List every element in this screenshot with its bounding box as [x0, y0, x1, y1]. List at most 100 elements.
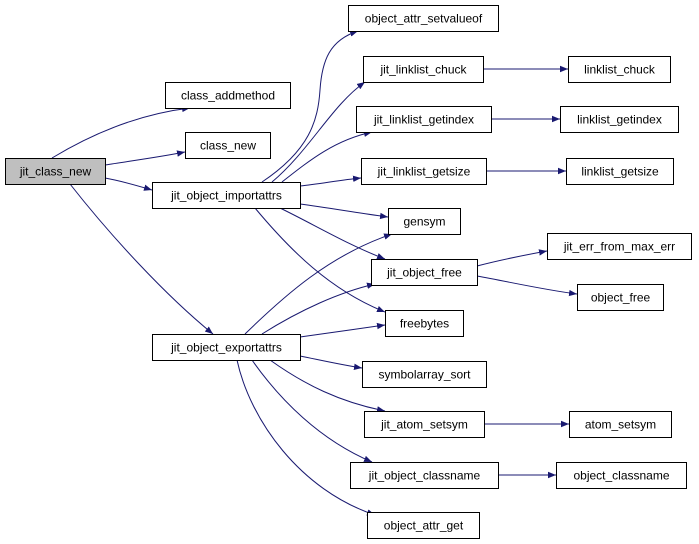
node-label: object_free: [591, 291, 651, 305]
node-box: [350, 462, 499, 489]
node-jit_atom_setsym[interactable]: jit_atom_setsym: [364, 411, 485, 438]
node-box: [152, 334, 301, 361]
node-label: object_attr_setvalueof: [365, 12, 483, 26]
edge-line: [271, 81, 366, 183]
edge-line: [299, 203, 389, 220]
edge-jit_object_importattrs-to-jit_linklist_getindex: [281, 130, 373, 183]
node-jit_object_free[interactable]: jit_object_free: [371, 259, 478, 286]
edge-line: [236, 359, 376, 516]
node-box: [547, 233, 692, 260]
node-label: jit_class_new: [19, 165, 92, 179]
node-box: [566, 158, 674, 185]
node-label: jit_object_classname: [368, 469, 481, 483]
node-label: object_classname: [573, 469, 669, 483]
node-box: [363, 56, 484, 83]
node-linklist_getindex[interactable]: linklist_getindex: [560, 106, 679, 133]
node-object_free[interactable]: object_free: [577, 284, 664, 311]
node-linklist_chuck[interactable]: linklist_chuck: [568, 56, 671, 83]
edge-jit_object_importattrs-to-gensym: [299, 203, 389, 220]
edge-jit_object_exportattrs-to-jit_object_free: [261, 282, 376, 335]
node-box: [569, 411, 672, 438]
edge-jit_object_exportattrs-to-jit_object_classname: [251, 359, 373, 463]
edge-jit_object_exportattrs-to-gensym: [244, 233, 393, 335]
edge-jit_object_free-to-object_free: [476, 275, 578, 297]
edge-jit_object_exportattrs-to-jit_atom_setsym: [269, 359, 386, 413]
node-linklist_getsize[interactable]: linklist_getsize: [566, 158, 674, 185]
edge-jit_object_exportattrs-to-freebytes: [299, 322, 386, 338]
node-box: [185, 132, 271, 159]
edge-line: [261, 30, 359, 183]
edge-line: [476, 249, 548, 267]
node-label: class_new: [200, 139, 256, 153]
node-box: [152, 182, 301, 209]
node-box: [556, 462, 687, 489]
node-box: [388, 208, 461, 235]
node-box: [165, 82, 291, 109]
node-label: linklist_getindex: [577, 113, 662, 127]
node-label: object_attr_get: [384, 519, 464, 533]
node-symbolarray_sort[interactable]: symbolarray_sort: [362, 361, 487, 388]
edge-line: [299, 322, 386, 338]
node-jit_object_classname[interactable]: jit_object_classname: [350, 462, 499, 489]
edge-jit_class_new-to-jit_object_exportattrs: [69, 183, 214, 335]
edge-line: [261, 282, 376, 335]
node-label: jit_linklist_chuck: [379, 63, 467, 77]
edge-line: [279, 207, 386, 260]
node-box: [361, 158, 487, 185]
nodes-layer: jit_class_newclass_addmethodclass_newjit…: [5, 5, 692, 539]
edge-line: [104, 177, 153, 191]
node-label: jit_atom_setsym: [380, 418, 468, 432]
edge-line: [476, 275, 578, 297]
edge-line: [299, 175, 362, 187]
node-object_classname[interactable]: object_classname: [556, 462, 687, 489]
node-jit_class_new[interactable]: jit_class_new: [5, 158, 106, 185]
node-box: [5, 158, 106, 185]
node-label: linklist_chuck: [584, 63, 656, 77]
edge-jit_object_importattrs-to-jit_object_free: [279, 207, 386, 260]
node-label: gensym: [403, 215, 445, 229]
edges-layer: [51, 30, 578, 516]
node-box: [348, 5, 499, 32]
node-label: jit_linklist_getsize: [377, 165, 471, 179]
edge-jit_object_importattrs-to-object_attr_setvalueof: [261, 30, 359, 183]
edge-jit_object_importattrs-to-jit_linklist_chuck: [271, 81, 366, 183]
node-class_new[interactable]: class_new: [185, 132, 271, 159]
node-jit_linklist_chuck[interactable]: jit_linklist_chuck: [363, 56, 484, 83]
node-jit_err_from_max_err[interactable]: jit_err_from_max_err: [547, 233, 692, 260]
edge-line: [254, 207, 386, 313]
node-box: [356, 106, 492, 133]
edge-jit_class_new-to-jit_object_importattrs: [104, 177, 153, 191]
node-jit_object_importattrs[interactable]: jit_object_importattrs: [152, 182, 301, 209]
node-box: [568, 56, 671, 83]
node-box: [560, 106, 679, 133]
edge-jit_class_new-to-class_new: [104, 150, 186, 166]
edge-jit_object_importattrs-to-freebytes: [254, 207, 386, 313]
node-box: [364, 411, 485, 438]
node-jit_linklist_getsize[interactable]: jit_linklist_getsize: [361, 158, 487, 185]
node-box: [362, 361, 487, 388]
node-jit_linklist_getindex[interactable]: jit_linklist_getindex: [356, 106, 492, 133]
node-object_attr_get[interactable]: object_attr_get: [367, 512, 480, 539]
node-label: jit_object_free: [386, 266, 462, 280]
edge-jit_object_importattrs-to-jit_linklist_getsize: [299, 175, 362, 187]
edge-line: [104, 150, 186, 166]
node-label: jit_err_from_max_err: [563, 240, 675, 254]
node-box: [367, 512, 480, 539]
node-class_addmethod[interactable]: class_addmethod: [165, 82, 291, 109]
edge-line: [51, 105, 191, 159]
edge-line: [269, 359, 386, 413]
edge-line: [281, 130, 373, 183]
node-label: freebytes: [400, 317, 449, 331]
edge-line: [251, 359, 373, 463]
node-gensym[interactable]: gensym: [388, 208, 461, 235]
edge-jit_object_exportattrs-to-symbolarray_sort: [299, 355, 363, 370]
node-atom_setsym[interactable]: atom_setsym: [569, 411, 672, 438]
node-label: atom_setsym: [585, 418, 656, 432]
node-object_attr_setvalueof[interactable]: object_attr_setvalueof: [348, 5, 499, 32]
node-jit_object_exportattrs[interactable]: jit_object_exportattrs: [152, 334, 301, 361]
node-freebytes[interactable]: freebytes: [385, 310, 464, 337]
node-label: jit_linklist_getindex: [373, 113, 474, 127]
edge-line: [244, 233, 393, 335]
edge-jit_object_free-to-jit_err_from_max_err: [476, 249, 548, 267]
